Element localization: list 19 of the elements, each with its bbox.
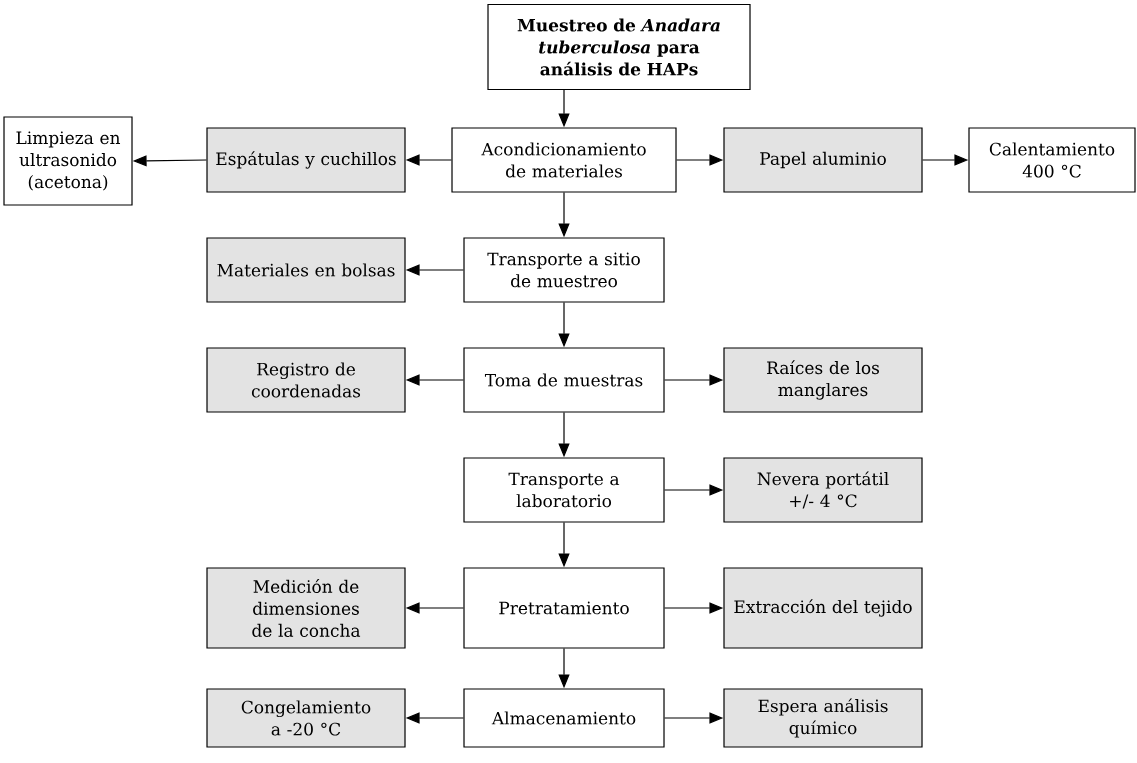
detail-box: Materiales en bolsas <box>206 237 406 303</box>
detail-box: Raíces de los manglares <box>723 347 923 413</box>
step-box: Toma de muestras <box>463 347 665 413</box>
detail-box: Papel aluminio <box>723 127 923 193</box>
title-box: Muestreo de Anadara tuberculosa para análisis de HAPs <box>487 3 751 91</box>
detail-box: Nevera portátil +/- 4 °C <box>723 457 923 523</box>
step-box: Transporte a laboratorio <box>463 457 665 523</box>
detail-box: Espátulas y cuchillos <box>206 127 406 193</box>
detail-box: Extracción del tejido <box>723 567 923 649</box>
step-box: Pretratamiento <box>463 567 665 649</box>
detail-box: Medición de dimensiones de la concha <box>206 567 406 649</box>
step-box: Limpieza en ultrasonido (acetona) <box>3 116 133 206</box>
step-box: Almacenamiento <box>463 688 665 748</box>
step-box: Calentamiento 400 °C <box>968 127 1136 193</box>
detail-box: Registro de coordenadas <box>206 347 406 413</box>
detail-box: Espera análisis químico <box>723 688 923 748</box>
step-box: Transporte a sitio de muestreo <box>463 237 665 303</box>
step-box: Acondicionamiento de materiales <box>451 127 677 193</box>
detail-box: Congelamiento a -20 °C <box>206 688 406 748</box>
